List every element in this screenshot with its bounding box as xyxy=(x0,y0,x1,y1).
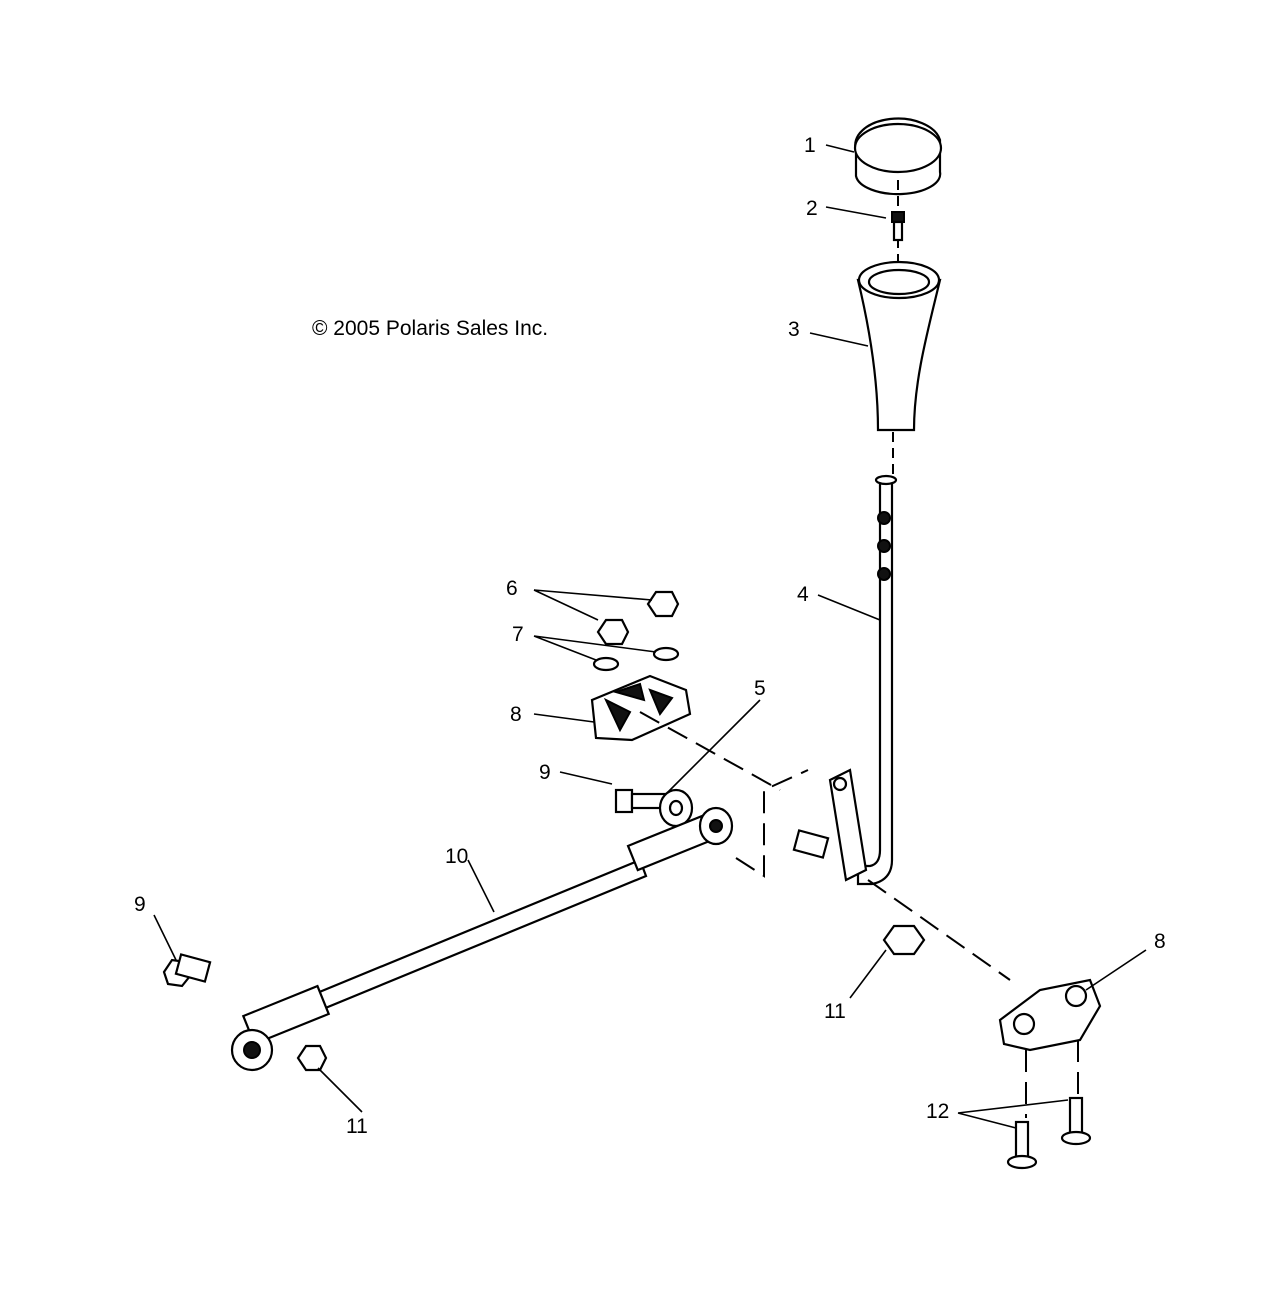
nuts-part xyxy=(592,590,680,672)
callout-12: 12 xyxy=(926,1100,949,1123)
upper-bolt-part xyxy=(614,788,694,828)
callout-8-lower: 8 xyxy=(1154,930,1166,953)
callout-4: 4 xyxy=(797,583,809,606)
upper-block-part xyxy=(590,674,692,742)
knob-cap-part xyxy=(853,117,943,196)
lower-bolt-part xyxy=(162,953,212,988)
lever-part xyxy=(792,474,898,886)
copyright-text: © 2005 Polaris Sales Inc. xyxy=(312,317,548,340)
callout-10: 10 xyxy=(445,845,468,868)
callout-8-upper: 8 xyxy=(510,703,522,726)
callout-3: 3 xyxy=(788,318,800,341)
callout-9-lower: 9 xyxy=(134,893,146,916)
lower-block-part xyxy=(998,978,1102,1052)
callout-7: 7 xyxy=(512,623,524,646)
right-nut-part xyxy=(882,924,926,956)
knob-part xyxy=(856,260,942,432)
screws-part xyxy=(1006,1096,1092,1170)
callout-1: 1 xyxy=(804,134,816,157)
screw-part xyxy=(891,211,905,242)
callout-2: 2 xyxy=(806,197,818,220)
callout-9-upper: 9 xyxy=(539,761,551,784)
callout-11-right: 11 xyxy=(824,1000,846,1023)
linkage-rod-part xyxy=(230,806,734,1072)
callout-6: 6 xyxy=(506,577,518,600)
callout-5: 5 xyxy=(754,677,766,700)
callout-11-left: 11 xyxy=(346,1115,368,1138)
left-nut-part xyxy=(296,1044,328,1072)
